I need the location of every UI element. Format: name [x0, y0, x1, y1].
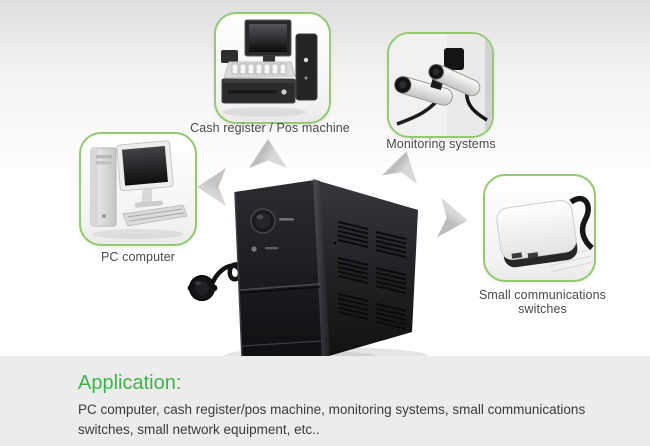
- callout-label-monitoring-systems: Monitoring systems: [386, 137, 496, 151]
- arrow-up-icon: [249, 139, 287, 168]
- cctv-cameras-photo: [389, 34, 492, 136]
- callout-card-communications-switches: [483, 174, 596, 282]
- ups-status-led: [251, 246, 278, 252]
- network-switch-photo: [496, 195, 594, 273]
- callout-label-cash-register: Cash register / Pos machine: [190, 121, 350, 135]
- application-body-text: PC computer, cash register/pos machine, …: [78, 402, 586, 437]
- arrow-right-icon: [437, 198, 470, 241]
- side-keyhole: [332, 240, 338, 246]
- ups-power-button: [250, 208, 294, 234]
- callout-card-pc-computer: [79, 132, 197, 246]
- callout-card-monitoring-systems: [387, 32, 494, 138]
- pos-machine-photo: [221, 19, 318, 117]
- ups-backup-power-unit-photo: [187, 179, 428, 365]
- desktop-pc-photo: [90, 140, 188, 239]
- application-heading: Application:: [78, 372, 182, 394]
- callout-label-pc-computer: PC computer: [100, 250, 176, 264]
- callout-card-cash-register: [214, 12, 331, 124]
- callout-label-communications-switches: Small communications switches: [478, 288, 607, 316]
- power-plug: [187, 275, 218, 301]
- application-section: Application: PC computer, cash register/…: [0, 356, 650, 446]
